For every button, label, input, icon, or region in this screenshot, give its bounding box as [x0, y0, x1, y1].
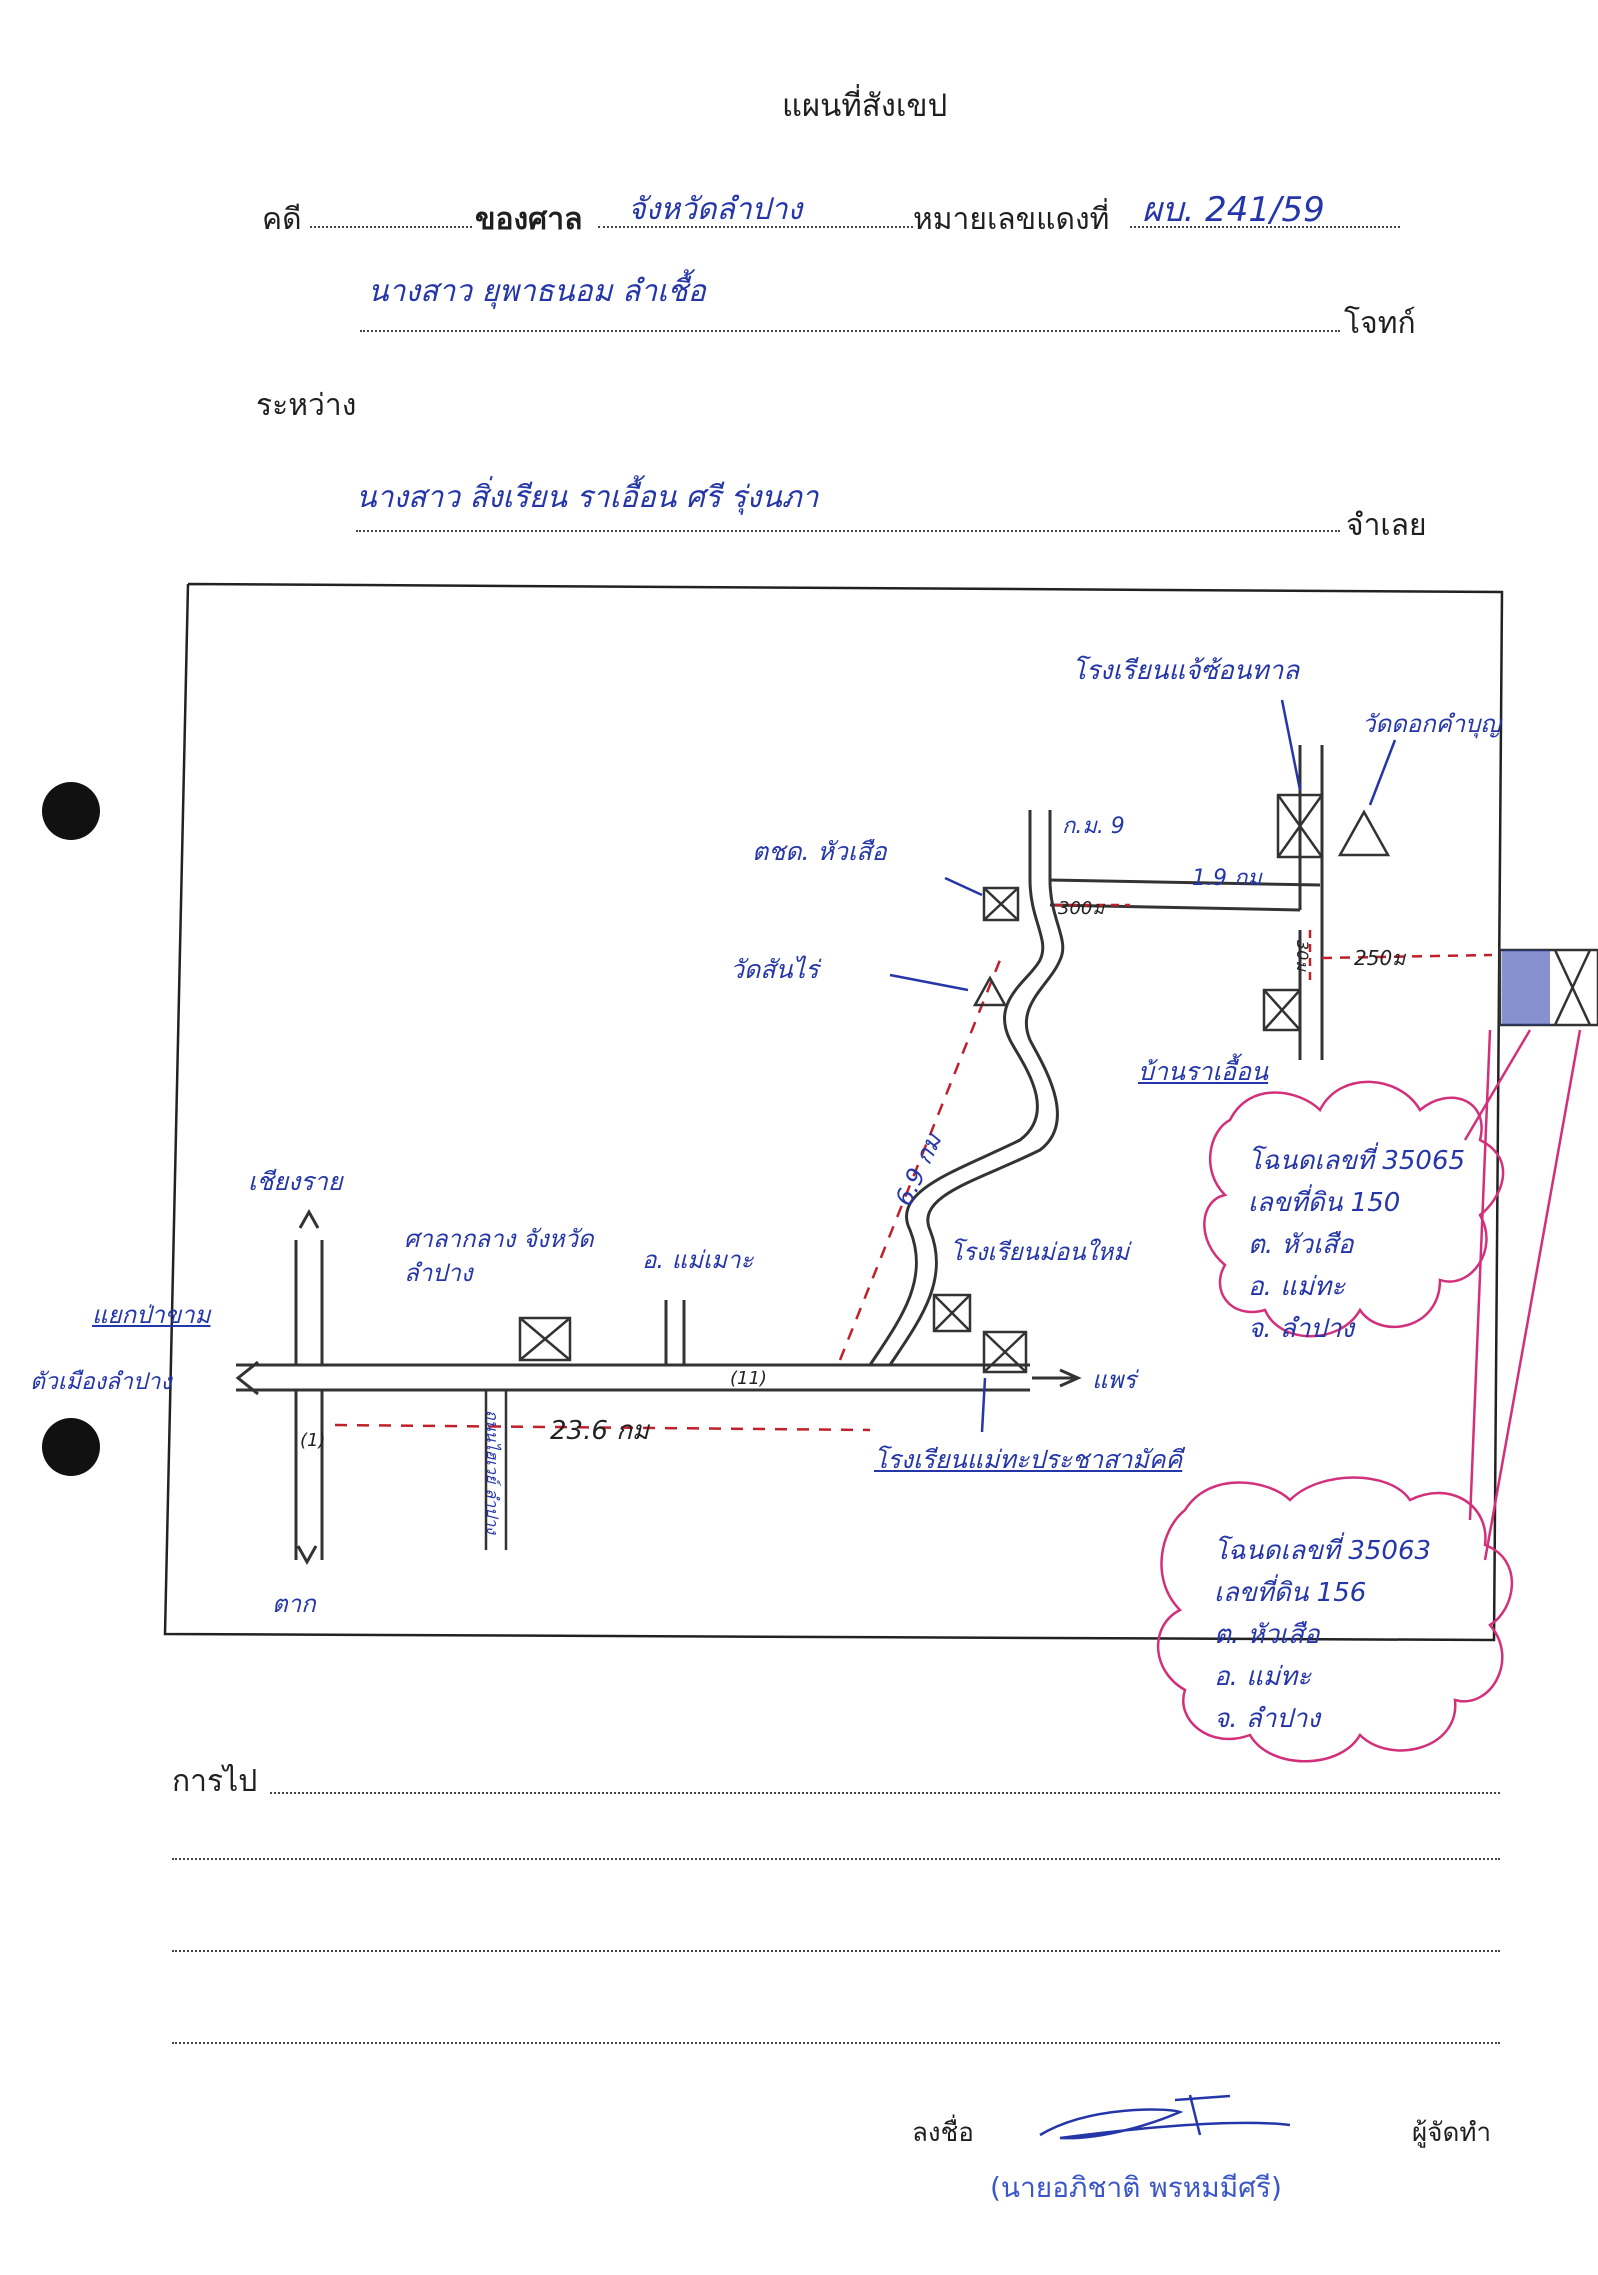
label-dist-250: 250ม: [1354, 946, 1406, 970]
label-courthouse: ศาลากลาง จังหวัดลำปาง: [404, 1225, 594, 1287]
maker-label: ผู้จัดทำ: [1412, 2118, 1492, 2148]
defendant-value: นางสาว สิ่งเรียน ราเอื้อน ศรี รุ่งนภา: [356, 480, 819, 515]
label-south: ตาก: [272, 1590, 316, 1618]
police-arrow: [944, 876, 983, 897]
plaintiff-label: โจทก์: [1344, 306, 1416, 341]
deed-1-tambon: ต. หัวเสือ: [1248, 1230, 1354, 1260]
directions-line-3: [172, 1950, 1500, 1952]
directions-line-4: [172, 2042, 1500, 2044]
defendant-dotted-line: [356, 530, 1340, 532]
temple-mid-arrow: [889, 973, 969, 992]
court-value: จังหวัดลำปาง: [628, 192, 803, 227]
east-arrow: [1059, 1368, 1082, 1388]
label-road-11: (11): [730, 1368, 767, 1389]
deed-1-number: โฉนดเลขที่ 35065: [1248, 1146, 1466, 1176]
plot-hatch: [1502, 950, 1550, 1025]
defendant-label: จำเลย: [1346, 508, 1427, 543]
dash-6-9: [838, 959, 1002, 1361]
winding-road-a: [868, 810, 1045, 1366]
deed-note-2: โฉนดเลขที่ 35063 เลขที่ดิน 156 ต. หัวเสื…: [1214, 1530, 1431, 1740]
plaintiff-dotted-line: [360, 330, 1340, 332]
directions-line-2: [172, 1858, 1500, 1860]
directions-line-1: [270, 1792, 1500, 1794]
temple-top-arrow: [1368, 739, 1397, 806]
label-temple-top: วัดดอกคำบุญ: [1362, 710, 1501, 738]
label-dist-300: 300ม: [1058, 898, 1105, 919]
sign-label: ลงชื่อ: [912, 2118, 974, 2148]
punch-hole-top: [42, 782, 100, 840]
label-school-bottom: โรงเรียนแม่ทะประชาสามัคคี: [874, 1445, 1183, 1474]
school-bottom-arrow: [980, 1377, 987, 1433]
label-phrae: แพร่: [1092, 1366, 1137, 1394]
label-house: บ้านราเอื้อน: [1138, 1057, 1269, 1086]
temple-top-triangle: [1337, 809, 1391, 857]
west-arrow: [235, 1360, 259, 1396]
label-ampho-maemo: อ. แม่เมาะ: [642, 1246, 754, 1274]
deed-note-1: โฉนดเลขที่ 35065 เลขที่ดิน 150 ต. หัวเสื…: [1248, 1140, 1465, 1350]
case-label: คดี: [262, 202, 302, 237]
signature-scribble: [1039, 2094, 1291, 2140]
label-city: ตัวเมืองลำปาง: [30, 1369, 172, 1395]
label-dist-1-9: 1.9 กม: [1192, 866, 1262, 891]
dash-23-6: [334, 1423, 871, 1432]
deed-2-tambon: ต. หัวเสือ: [1214, 1620, 1320, 1650]
between-label: ระหว่าง: [256, 388, 357, 423]
east-road-lower: [1049, 903, 1301, 912]
deed-2-number: โฉนดเลขที่ 35063: [1214, 1536, 1432, 1566]
court-dotted-line: [598, 226, 913, 228]
deed-2-land-no: เลขที่ดิน 156: [1214, 1578, 1367, 1608]
school-top-arrow: [1280, 699, 1302, 791]
dash-250: [1321, 953, 1493, 960]
red-case-value: ผบ. 241/59: [1142, 190, 1325, 230]
deed-2-province: จ. ลำปาง: [1214, 1704, 1321, 1734]
deed-pointer-1: [1463, 1029, 1532, 1141]
label-temple-mid: วัดสันไร่: [730, 955, 819, 984]
plaintiff-value: นางสาว ยุพาธนอม ลำเชื้อ: [368, 274, 706, 309]
directions-label: การไป: [172, 1764, 258, 1799]
case-dotted-line: [310, 226, 472, 228]
deed-1-amphoe: อ. แม่ทะ: [1248, 1272, 1346, 1302]
courthouse-box: [518, 1316, 572, 1362]
school-box: [982, 1330, 1028, 1374]
punch-hole-bottom: [42, 1418, 100, 1476]
red-case-dotted-line: [1130, 226, 1400, 228]
deed-cloud-2: [1156, 1476, 1514, 1763]
north-arrow: [298, 1208, 320, 1229]
label-km9: ก.ม. 9: [1062, 814, 1125, 839]
police-box: [982, 886, 1020, 922]
label-police: ตชด. หัวเสือ: [752, 837, 887, 866]
deed-cloud-1: [1203, 1080, 1505, 1338]
deed-1-province: จ. ลำปาง: [1248, 1314, 1355, 1344]
school-top-box: [1276, 793, 1324, 859]
east-road-upper: [1049, 878, 1321, 887]
deed-pointer-2: [1468, 1029, 1492, 1521]
label-dist-30: 30ม: [1293, 940, 1312, 971]
label-dist-23-6: 23.6 กม: [550, 1416, 650, 1446]
deed-2-amphoe: อ. แม่ทะ: [1214, 1662, 1312, 1692]
page-title: แผนที่สังเขป: [782, 88, 948, 124]
label-school-top: โรงเรียนแจ้ซ้อนทาล: [1072, 656, 1300, 686]
house-box: [1262, 988, 1302, 1032]
map-frame: [163, 582, 1504, 1642]
label-junction: แยกป่าขาม: [92, 1301, 211, 1329]
temple-mid-triangle: [972, 975, 1008, 1007]
red-case-label: หมายเลขแดงที่: [913, 202, 1110, 237]
label-side-road: ถนนไฮเวย์ ลำปาง: [483, 1410, 502, 1535]
deed-1-land-no: เลขที่ดิน 150: [1248, 1188, 1401, 1218]
label-north: เชียงราย: [248, 1167, 343, 1196]
signer-name: (นายอภิชาติ พรหมมีศรี): [990, 2171, 1282, 2204]
south-arrow: [296, 1545, 318, 1566]
winding-road-b: [888, 810, 1065, 1366]
label-road-1: (1): [300, 1430, 326, 1451]
deed-pointer-3: [1483, 1029, 1582, 1561]
court-label: ของศาล: [475, 202, 583, 237]
label-school-mid: โรงเรียนม่อนใหม่: [950, 1238, 1130, 1266]
school-mid-box: [932, 1293, 972, 1333]
